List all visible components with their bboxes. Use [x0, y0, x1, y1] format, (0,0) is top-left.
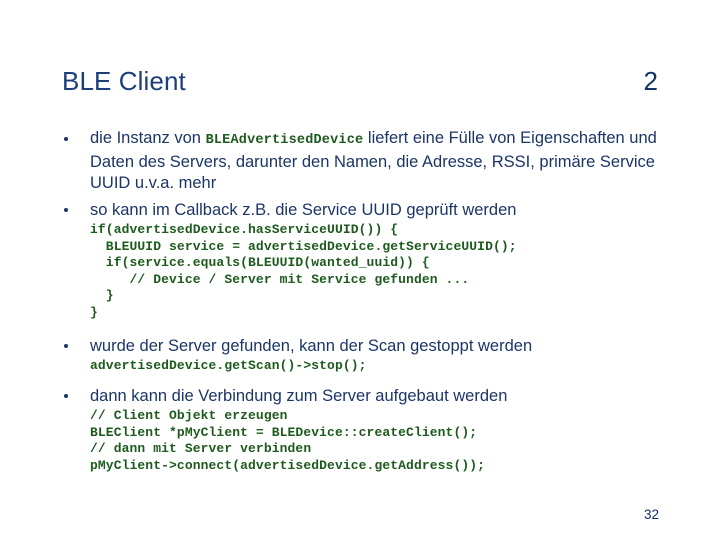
bullet-item-1-text: die Instanz von BLEAdvertisedDevice lief… — [90, 129, 657, 192]
header-number: 2 — [643, 66, 658, 96]
bullet-block-2: so kann im Callback z.B. die Service UUI… — [58, 200, 663, 322]
bullet-1-part1: die Instanz von — [90, 129, 206, 147]
bullet-block-1: die Instanz von BLEAdvertisedDevice lief… — [58, 128, 663, 195]
spacer — [58, 375, 663, 386]
slide-body: die Instanz von BLEAdvertisedDevice lief… — [58, 128, 663, 475]
bullet-1-mono-term: BLEAdvertisedDevice — [205, 133, 364, 148]
code-block-service-uuid-check: if(advertisedDevice.hasServiceUUID()) { … — [90, 222, 517, 320]
bullet-item-4-text: dann kann die Verbindung zum Server aufg… — [90, 386, 508, 405]
code-block-stop-scan: advertisedDevice.getScan()->stop(); — [90, 358, 367, 374]
bullet-item-4: dann kann die Verbindung zum Server aufg… — [58, 386, 663, 408]
bullet-item-2: so kann im Callback z.B. die Service UUI… — [58, 200, 663, 222]
bullet-item-1: die Instanz von BLEAdvertisedDevice lief… — [58, 128, 663, 195]
bullet-item-3-text: wurde der Server gefunden, kann der Scan… — [90, 336, 533, 355]
spacer — [58, 322, 663, 336]
page-title: BLE Client — [62, 66, 186, 96]
bullet-block-4: dann kann die Verbindung zum Server aufg… — [58, 386, 663, 475]
slide-header: BLE Client 2 — [62, 66, 658, 96]
code-block-create-client: // Client Objekt erzeugen BLEClient *pMy… — [90, 408, 486, 473]
bullet-block-3: wurde der Server gefunden, kann der Scan… — [58, 336, 663, 375]
bullet-item-2-text: so kann im Callback z.B. die Service UUI… — [90, 200, 517, 219]
bullet-1-part2: liefert eine Fülle von Eigenschaften und… — [90, 129, 657, 192]
bullet-item-3: wurde der Server gefunden, kann der Scan… — [58, 336, 663, 358]
page-number: 32 — [643, 507, 659, 522]
